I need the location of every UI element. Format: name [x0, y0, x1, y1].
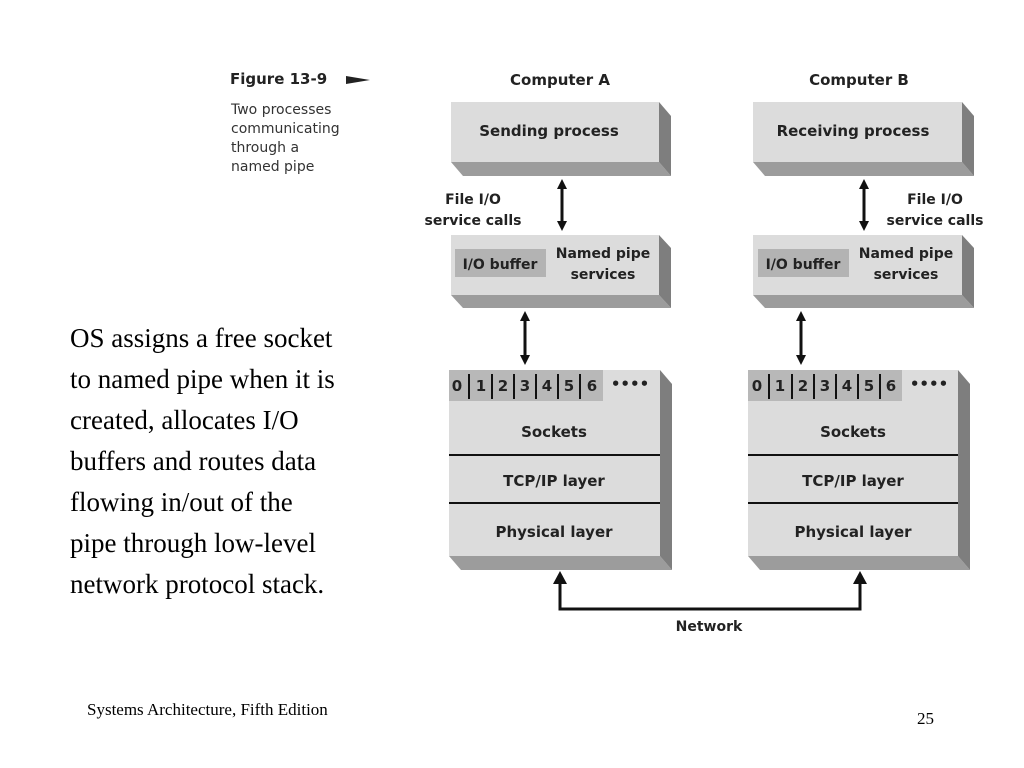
physical-layer-label: Physical layer — [495, 523, 613, 541]
service-calls-line: service calls — [886, 213, 983, 229]
caption-line: communicating — [231, 121, 340, 137]
body-line: created, allocates I/O — [70, 405, 299, 435]
sockets-label: Sockets — [820, 423, 886, 441]
service-calls-line: service calls — [424, 213, 521, 229]
caption-line: through a — [231, 140, 300, 156]
network-label: Network — [676, 619, 743, 635]
socket-number: 4 — [842, 377, 852, 395]
caption-line: named pipe — [231, 159, 315, 175]
socket-number: 3 — [520, 377, 530, 395]
socket-number-strip — [748, 370, 902, 401]
socket-number: 4 — [542, 377, 552, 395]
tcp-ip-label: TCP/IP layer — [802, 472, 904, 490]
page-number: 25 — [917, 709, 934, 728]
footer-book-title: Systems Architecture, Fifth Edition — [87, 700, 328, 719]
arrow-up-icon — [553, 571, 567, 584]
tcp-ip-label: TCP/IP layer — [503, 472, 605, 490]
service-calls-line: File I/O — [445, 192, 501, 208]
socket-number: 5 — [564, 377, 574, 395]
caption-line: Two processes — [231, 102, 332, 118]
computer-a: Computer A Sending process File I/O serv… — [424, 71, 672, 570]
named-pipe-services-box: I/O buffer Named pipe services — [753, 235, 974, 308]
receiving-process-label: Receiving process — [777, 122, 930, 140]
socket-number: 6 — [587, 377, 597, 395]
body-line: OS assigns a free socket — [70, 323, 333, 353]
protocol-stack-box: 0 1 2 3 4 5 6 •••• Sockets TCP/IP l — [748, 370, 970, 570]
body-text: OS assigns a free socket to named pipe w… — [70, 318, 335, 605]
network-line — [558, 582, 862, 611]
physical-layer-label: Physical layer — [794, 523, 912, 541]
computer-b: Computer B Receiving process File I/O se… — [748, 71, 984, 570]
figure-number: Figure 13-9 — [230, 70, 328, 88]
socket-number: 0 — [752, 377, 762, 395]
pipe-services-line: services — [874, 267, 939, 283]
socket-number: 0 — [452, 377, 462, 395]
io-buffer-label: I/O buffer — [766, 257, 841, 273]
body-line: pipe through low-level — [70, 528, 316, 558]
pipe-services-line: Named pipe — [556, 246, 650, 262]
body-line: buffers and routes data — [70, 446, 317, 476]
sending-process-box: Sending process — [451, 102, 671, 176]
body-line: network protocol stack. — [70, 569, 325, 599]
socket-number: 1 — [476, 377, 486, 395]
computer-b-title: Computer B — [809, 71, 909, 89]
socket-ellipsis: •••• — [611, 375, 649, 393]
computer-a-title: Computer A — [510, 71, 610, 89]
socket-number: 6 — [886, 377, 896, 395]
network-connection: Network — [553, 571, 867, 635]
io-buffer-box — [758, 249, 849, 277]
sockets-label: Sockets — [521, 423, 587, 441]
socket-number: 5 — [864, 377, 874, 395]
socket-number: 2 — [498, 377, 508, 395]
socket-ellipsis: •••• — [910, 375, 948, 393]
pipe-services-line: Named pipe — [859, 246, 953, 262]
socket-number: 2 — [798, 377, 808, 395]
receiving-process-box: Receiving process — [753, 102, 974, 176]
figure-label: Figure 13-9 — [230, 70, 372, 88]
figure-caption: Two processes communicating through a na… — [231, 101, 391, 177]
arrow-right-icon — [346, 75, 371, 84]
socket-number: 3 — [820, 377, 830, 395]
io-buffer-box — [455, 249, 546, 277]
sending-process-label: Sending process — [479, 122, 619, 140]
io-buffer-label: I/O buffer — [463, 257, 538, 273]
arrow-up-icon — [853, 571, 867, 584]
named-pipe-services-box: I/O buffer Named pipe services — [451, 235, 671, 308]
pipe-services-line: services — [571, 267, 636, 283]
body-line: flowing in/out of the — [70, 487, 293, 517]
body-line: to named pipe when it is — [70, 364, 335, 394]
protocol-stack-box: 0 1 2 3 4 5 6 •••• Sockets TCP/IP l — [449, 370, 672, 570]
service-calls-line: File I/O — [907, 192, 963, 208]
socket-number: 1 — [775, 377, 785, 395]
socket-number-strip — [449, 370, 603, 401]
